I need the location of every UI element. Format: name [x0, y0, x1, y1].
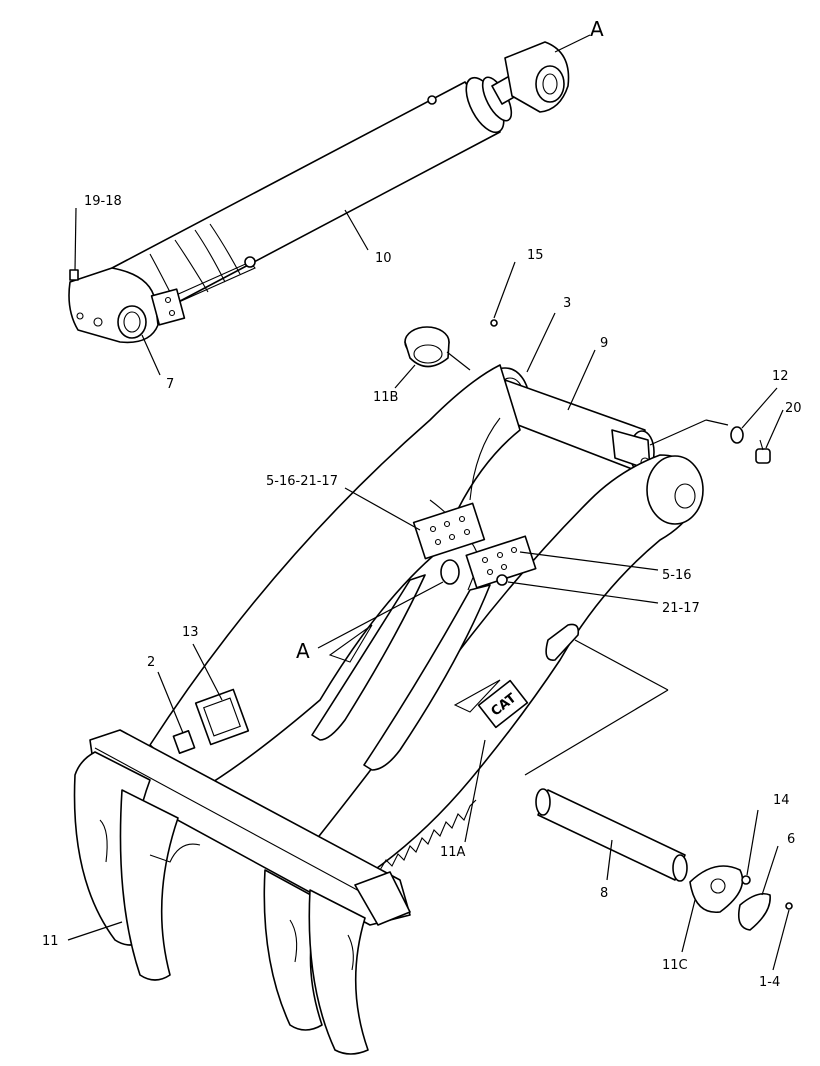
callout-11b: 11B: [373, 390, 398, 405]
callout-12: 12: [772, 369, 789, 384]
callout-15: 15: [527, 248, 544, 263]
callout-a-top: A: [590, 17, 604, 41]
callout-5-16-21-17: 5-16-21-17: [266, 474, 338, 489]
callout-6: 6: [787, 832, 795, 847]
callout-19-18: 19-18: [84, 194, 122, 209]
pin-8-assembly: [535, 788, 793, 931]
callout-11c: 11C: [662, 958, 688, 973]
rake-assembly: [73, 729, 411, 1055]
callout-11a: 11A: [440, 845, 466, 860]
callout-11: 11: [42, 934, 59, 949]
callout-a-mid: A: [296, 639, 310, 663]
callout-21-17: 21-17: [662, 601, 700, 616]
callout-8: 8: [600, 886, 608, 901]
callout-13: 13: [182, 625, 199, 640]
callout-labels: A 19-18 10 7 15 3 9 11B 12 20 5-16-21-17…: [42, 17, 802, 990]
stick-frame: CAT: [149, 364, 704, 881]
callout-7: 7: [166, 377, 174, 392]
callout-20: 20: [785, 401, 802, 416]
callout-10: 10: [375, 251, 392, 266]
leader-lines: [67, 34, 790, 971]
callout-14: 14: [773, 793, 790, 808]
callout-9: 9: [600, 336, 608, 351]
callout-1-4: 1-4: [759, 975, 780, 990]
callout-5-16: 5-16: [662, 568, 692, 583]
callout-2: 2: [147, 655, 155, 670]
callout-3: 3: [563, 296, 571, 311]
hydraulic-cylinder: [68, 41, 570, 344]
